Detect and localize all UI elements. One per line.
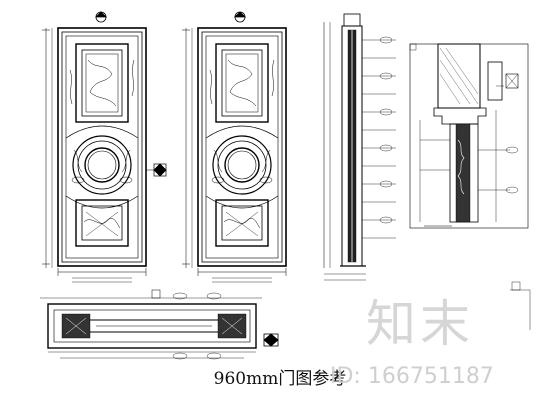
plan-section [40, 289, 279, 360]
side-section [323, 13, 396, 281]
watermark-id: ID: 166751187 [330, 364, 494, 389]
door-elevation-a [42, 11, 167, 283]
door-elevation-b [182, 11, 287, 283]
detail-enlargement [409, 43, 529, 229]
watermark-logo: 知末 [366, 295, 474, 353]
drawing-caption: 960mm门图参考 [213, 369, 347, 389]
detail-callouts [409, 43, 531, 330]
